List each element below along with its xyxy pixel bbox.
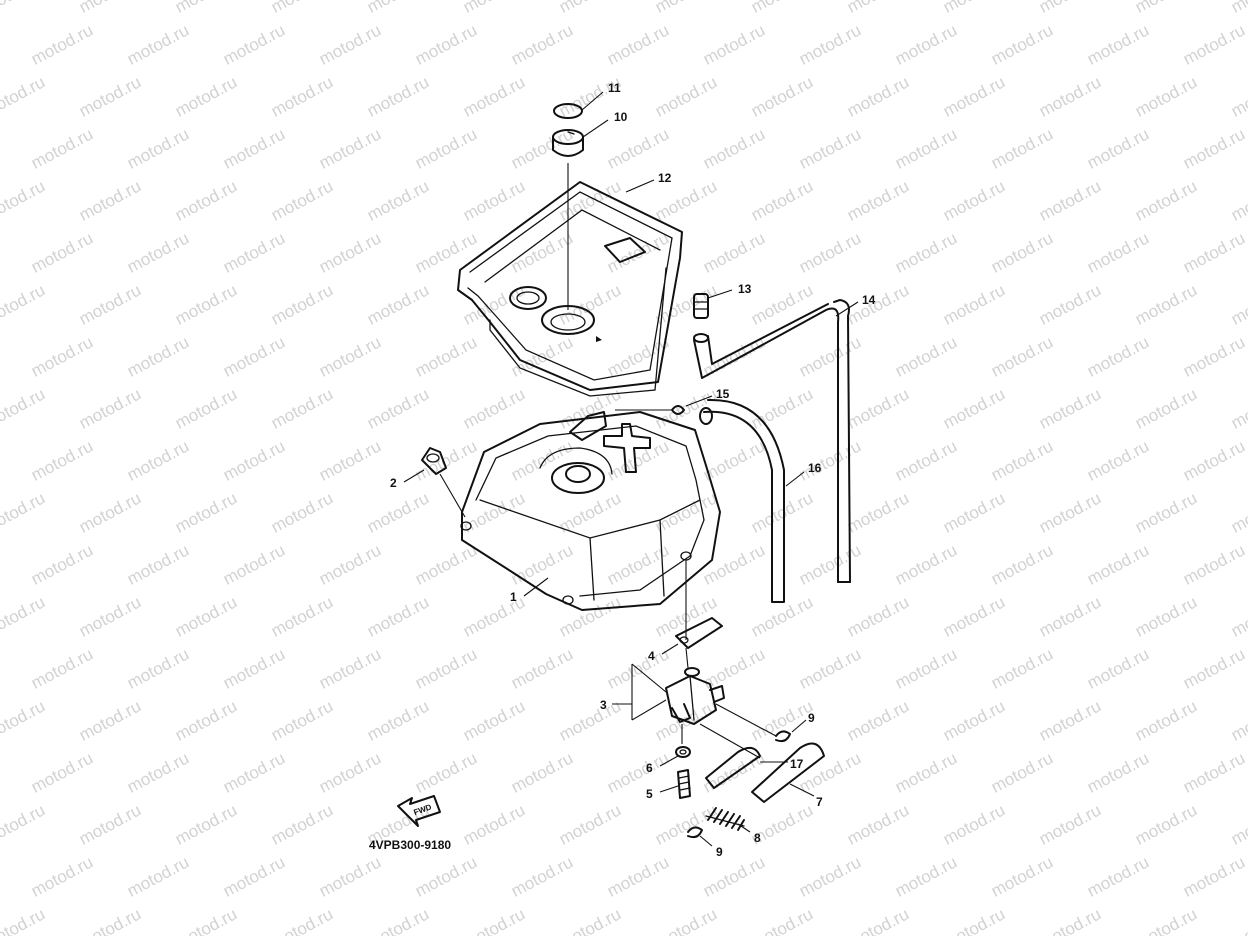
part-clip-right — [775, 730, 791, 743]
callout-15: 15 — [716, 387, 730, 401]
callout-3: 3 — [600, 698, 607, 712]
part-bolt — [677, 769, 691, 799]
callout-17: 17 — [790, 757, 804, 771]
part-cover-tray — [457, 181, 683, 397]
callout-11: 11 — [608, 81, 621, 95]
part-cap — [552, 129, 584, 157]
callout-5: 5 — [646, 787, 653, 801]
diagram-code: 4VPB300-9180 — [369, 838, 451, 852]
callout-10: 10 — [614, 110, 628, 124]
part-gasket — [675, 617, 723, 649]
fwd-arrow-icon: FWD — [397, 795, 441, 827]
callout-2: 2 — [390, 476, 397, 490]
callout-13: 13 — [738, 282, 752, 296]
part-hose-j — [699, 398, 785, 603]
part-hose-short — [705, 746, 761, 789]
part-seal-disc — [553, 103, 583, 119]
part-valve-assembly — [665, 667, 725, 725]
part-hose-bent — [751, 742, 825, 803]
callout-16: 16 — [808, 461, 822, 475]
part-hose-long — [693, 299, 851, 583]
callout-6: 6 — [646, 761, 653, 775]
callout-9-right: 9 — [808, 711, 815, 725]
part-spring — [705, 807, 745, 831]
callout-14: 14 — [862, 293, 876, 307]
callout-8: 8 — [754, 831, 761, 845]
callout-1: 1 — [510, 590, 517, 604]
callout-4: 4 — [648, 649, 655, 663]
callout-9-lower: 9 — [716, 845, 723, 859]
part-head-cover — [460, 411, 721, 611]
part-clip-lower — [687, 826, 703, 839]
callout-7: 7 — [816, 795, 823, 809]
part-nipple — [693, 293, 709, 319]
part-grommet — [421, 447, 447, 475]
callout-12: 12 — [658, 171, 672, 185]
part-washer — [675, 746, 691, 758]
part-clip-upper — [671, 405, 685, 415]
